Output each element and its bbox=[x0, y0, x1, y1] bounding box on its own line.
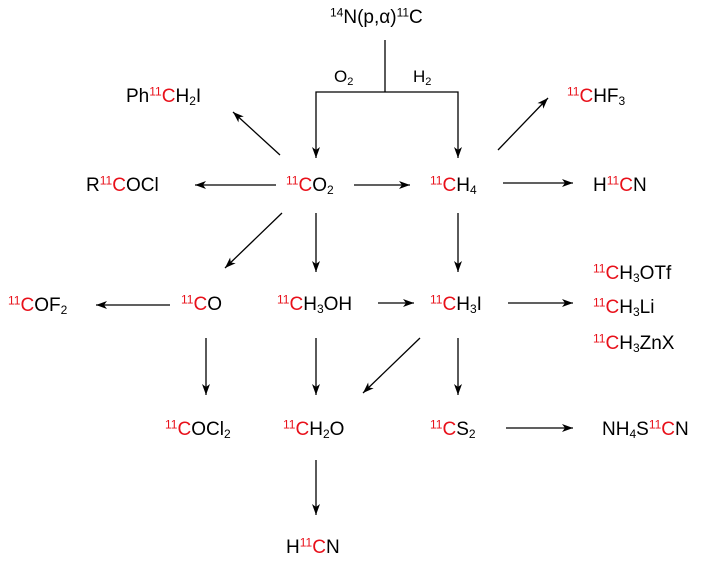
compound-ch3i: 11CH3I bbox=[430, 292, 482, 316]
compound-ch4: 11CH4 bbox=[430, 173, 477, 197]
compound-cocl2: 11COCl2 bbox=[165, 417, 231, 441]
h2-branch-arrow bbox=[385, 91, 462, 158]
condition-o2: O2 bbox=[334, 67, 354, 88]
compound-cs2: 11CS2 bbox=[430, 417, 476, 441]
o2-branch-arrow bbox=[312, 91, 385, 158]
condition-h2: H2 bbox=[413, 67, 432, 88]
compound-ch3znx: 11CH3ZnX bbox=[593, 331, 675, 355]
arrow-co2-to-co bbox=[224, 212, 283, 269]
compound-hcn-bottom: H11CN bbox=[286, 535, 340, 558]
arrow-ch4-to-chf3 bbox=[497, 97, 549, 151]
arrow-co2-to-ph-ch2i bbox=[232, 111, 281, 156]
compound-ch3oh: 11CH3OH bbox=[277, 292, 353, 316]
compound-nh4scn: NH4S11CN bbox=[602, 417, 689, 441]
compound-ch3li: 11CH3Li bbox=[593, 295, 655, 319]
compound-ph-ch2i: Ph11CH2I bbox=[126, 84, 202, 108]
compound-hcn-top: H11CN bbox=[593, 173, 647, 196]
compound-co2: 11CO2 bbox=[286, 173, 334, 197]
compound-co: 11CO bbox=[181, 292, 222, 315]
compound-rcocl: R11COCl bbox=[86, 173, 159, 196]
compound-chf3: 11CHF3 bbox=[567, 84, 626, 108]
compound-ch2o: 11CH2O bbox=[283, 417, 345, 441]
compound-cof2: 11COF2 bbox=[8, 293, 68, 317]
compound-ch3otf: 11CH3OTf bbox=[593, 261, 672, 285]
nuclear-reaction-label: 14N(p,α)11C bbox=[330, 5, 423, 28]
arrow-ch3i-to-ch2o bbox=[362, 337, 421, 394]
